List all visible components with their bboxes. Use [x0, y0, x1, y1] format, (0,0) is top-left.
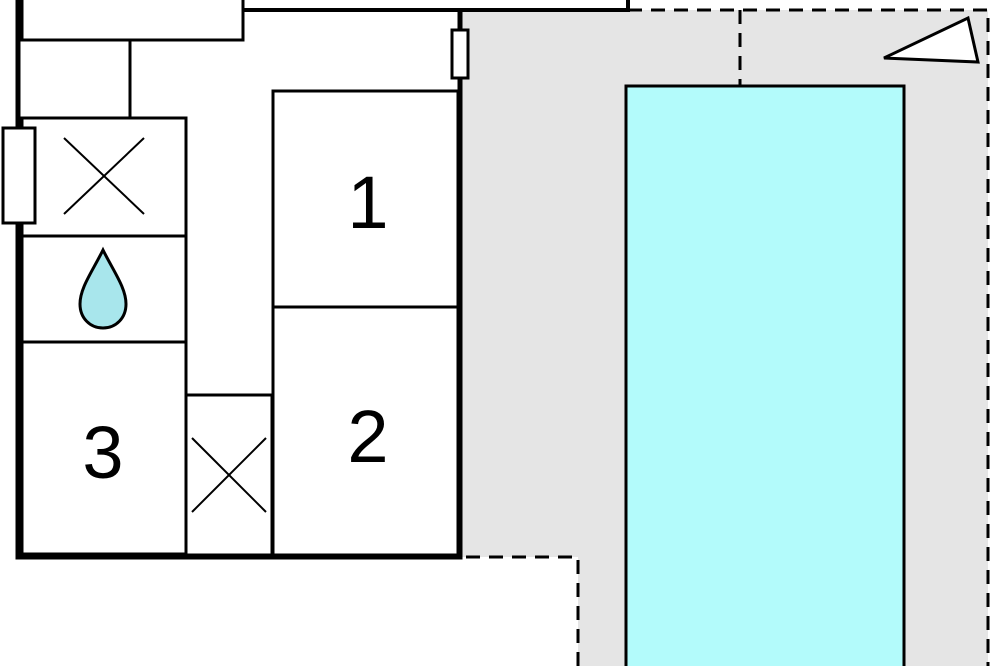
window-right	[450, 28, 470, 80]
bedroom-2	[271, 305, 460, 557]
terrace-outline	[460, 8, 990, 666]
water-drop-icon	[78, 246, 128, 330]
wc-cross-icon	[191, 437, 267, 513]
swimming-pool	[624, 84, 906, 666]
outer-wall	[15, 0, 463, 560]
top-left-room	[20, 0, 245, 42]
north-arrow-icon	[883, 15, 980, 64]
room-label-2: 2	[347, 395, 388, 478]
wc-cross-icon	[63, 137, 145, 215]
room-label-3: 3	[82, 411, 123, 494]
room-label-1: 1	[347, 161, 388, 244]
window-left	[1, 126, 37, 225]
top-wall	[243, 0, 630, 12]
